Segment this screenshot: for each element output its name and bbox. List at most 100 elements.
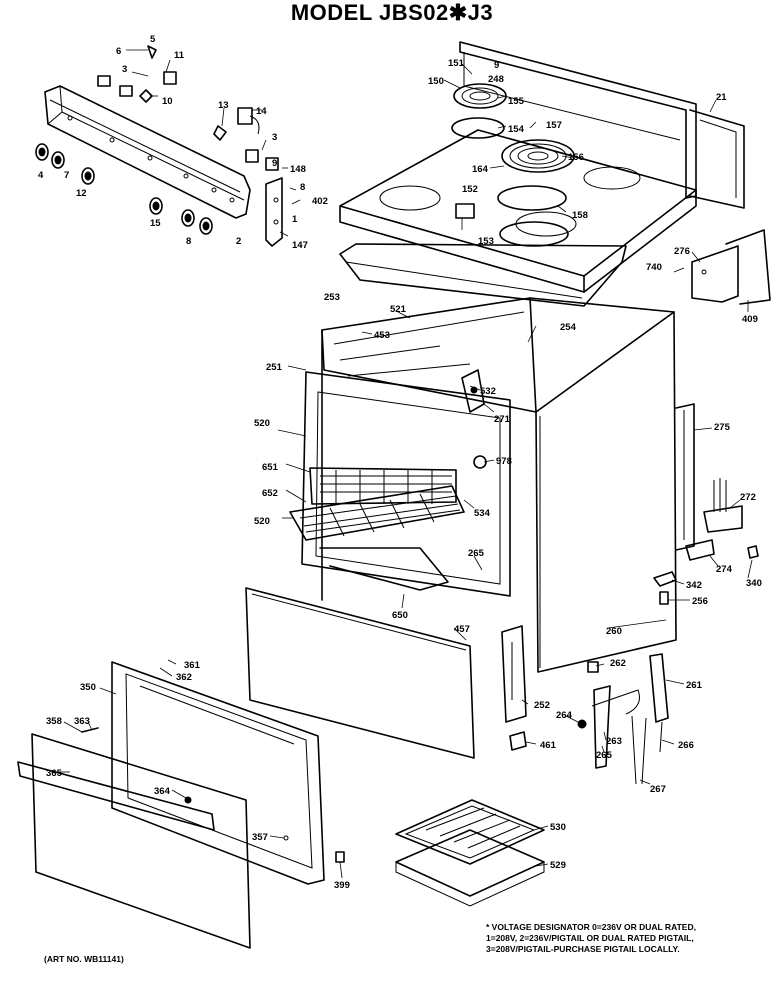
callout-151: 151 [448, 58, 465, 69]
callout-364: 364 [154, 786, 171, 797]
callout-3b: 3 [272, 132, 277, 143]
callout-267: 267 [650, 784, 666, 795]
callout-5: 5 [150, 34, 156, 45]
leveling-leg[interactable] [653, 539, 759, 605]
callout-14: 14 [256, 106, 267, 117]
callout-7: 7 [64, 170, 69, 181]
callout-3: 3 [122, 64, 127, 75]
callout-labels: 5 6 3 11 10 13 14 3 2 4 7 12 15 8 9 148 … [38, 34, 762, 891]
callout-8: 8 [186, 236, 191, 247]
callout-147: 147 [292, 240, 308, 251]
callout-530: 530 [550, 822, 566, 833]
callout-9: 9 [272, 158, 277, 169]
callout-148: 148 [290, 164, 306, 175]
callout-978: 978 [496, 456, 512, 467]
callout-2: 2 [236, 236, 241, 247]
callout-358: 358 [46, 716, 62, 727]
callout-153: 153 [478, 236, 494, 247]
callout-263: 263 [606, 736, 622, 747]
callout-264: 264 [556, 710, 573, 721]
note-line-2: 1=208V, 2=236V/PIGTAIL OR DUAL RATED PIG… [486, 933, 694, 943]
callout-156: 156 [568, 152, 584, 163]
wiring-harness[interactable] [703, 478, 743, 533]
door-bumper[interactable] [335, 851, 345, 863]
callout-651: 651 [262, 462, 279, 473]
callout-10: 10 [162, 96, 173, 107]
callout-650: 650 [392, 610, 408, 621]
terminal-block[interactable] [455, 203, 475, 219]
broiler-pan[interactable] [395, 799, 545, 907]
callout-9-top: 9 [494, 60, 499, 71]
callout-271: 271 [494, 414, 511, 425]
leader-lines [60, 49, 753, 879]
callout-154: 154 [508, 124, 525, 135]
callout-274: 274 [716, 564, 733, 575]
infinite-switches[interactable] [97, 45, 279, 171]
door-outer-panel[interactable] [17, 733, 251, 949]
callout-252: 252 [534, 700, 550, 711]
terminal-box[interactable] [691, 229, 771, 305]
surface-units[interactable] [451, 83, 575, 247]
callout-652: 652 [262, 488, 278, 499]
callout-265-hinge: 265 [596, 750, 613, 761]
callout-529: 529 [550, 860, 566, 871]
control-panel[interactable] [44, 85, 251, 219]
callout-254: 254 [560, 322, 577, 333]
callout-340: 340 [746, 578, 762, 589]
door-handle-screw[interactable] [81, 727, 289, 841]
note-line-1: * VOLTAGE DESIGNATOR 0=236V OR DUAL RATE… [486, 922, 696, 932]
side-panel-right[interactable] [675, 403, 695, 551]
callout-399: 399 [334, 880, 350, 891]
callout-357: 357 [252, 832, 268, 843]
cooktop-support-frame[interactable] [339, 243, 627, 307]
callout-276: 276 [674, 246, 690, 257]
control-knobs[interactable] [35, 143, 213, 235]
callout-534: 534 [474, 508, 491, 519]
callout-262: 262 [610, 658, 626, 669]
callout-8b: 8 [300, 182, 305, 193]
door-liner[interactable] [111, 661, 325, 885]
callout-342: 342 [686, 580, 702, 591]
callout-1: 1 [292, 214, 298, 225]
callout-266: 266 [678, 740, 694, 751]
callout-260: 260 [606, 626, 622, 637]
callout-453: 453 [374, 330, 390, 341]
callout-265: 265 [468, 548, 485, 559]
range-body[interactable] [321, 297, 677, 673]
callout-13: 13 [218, 100, 229, 111]
callout-363: 363 [74, 716, 90, 727]
callout-457: 457 [454, 624, 470, 635]
callout-6: 6 [116, 46, 121, 57]
callout-521: 521 [390, 304, 407, 315]
callout-155: 155 [508, 96, 525, 107]
callout-740: 740 [646, 262, 662, 273]
callout-256: 256 [692, 596, 708, 607]
callout-253: 253 [324, 292, 340, 303]
callout-261: 261 [686, 680, 703, 691]
callout-361: 361 [184, 660, 201, 671]
callout-150: 150 [428, 76, 444, 87]
callout-275: 275 [714, 422, 731, 433]
callout-152: 152 [462, 184, 478, 195]
door-hinge-parts[interactable] [501, 625, 669, 785]
callout-272: 272 [740, 492, 756, 503]
callout-362: 362 [176, 672, 192, 683]
callout-157: 157 [546, 120, 562, 131]
oven-racks[interactable] [289, 467, 465, 541]
bake-element[interactable] [319, 547, 449, 591]
voltage-designator-note: * VOLTAGE DESIGNATOR 0=236V OR DUAL RATE… [486, 922, 776, 955]
door-inner-panel[interactable] [245, 587, 475, 759]
callout-158: 158 [572, 210, 588, 221]
callout-248: 248 [488, 74, 504, 85]
art-number: (ART NO. WB11141) [44, 954, 124, 964]
switch-bracket[interactable] [265, 177, 283, 247]
callout-251: 251 [266, 362, 283, 373]
callout-409: 409 [742, 314, 758, 325]
callout-11: 11 [174, 50, 185, 61]
callout-365: 365 [46, 768, 63, 779]
diagram-title: MODEL JBS02✱J3 [290, 0, 494, 25]
callout-402: 402 [312, 196, 328, 207]
callout-4: 4 [38, 170, 44, 181]
callout-532: 532 [480, 386, 496, 397]
